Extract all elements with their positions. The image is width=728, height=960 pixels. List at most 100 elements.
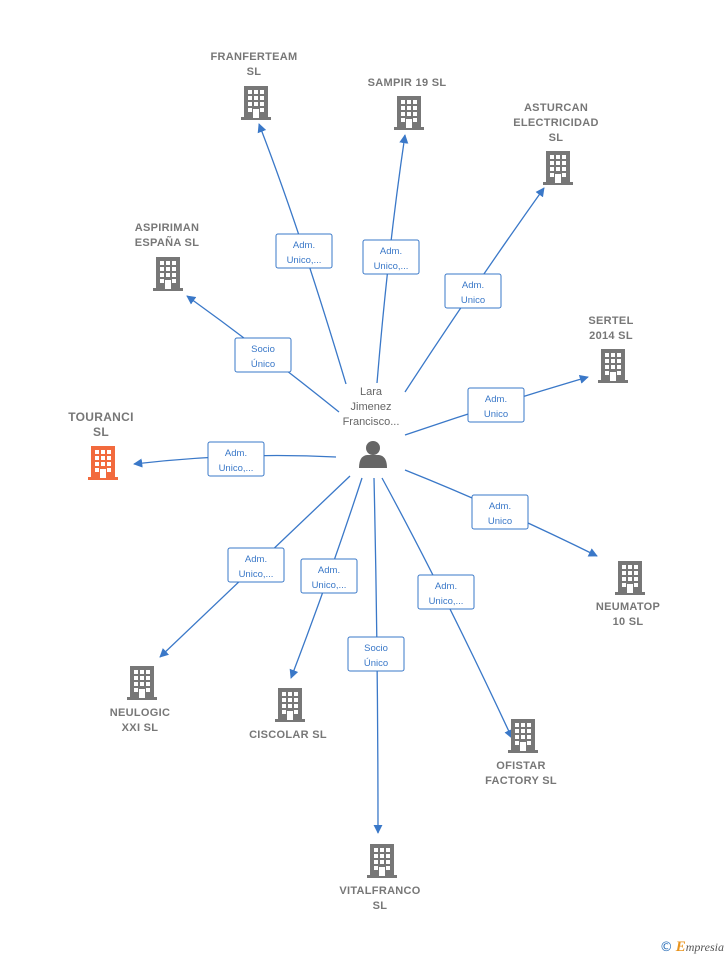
- company-label: NEULOGIC: [110, 707, 170, 719]
- relation-label-neulogic[interactable]: Adm. Unico,...: [227, 547, 285, 583]
- footer-brand: © Empresia: [660, 939, 724, 956]
- brand-logo-text: mpresia: [685, 940, 724, 954]
- company-label: FACTORY SL: [485, 775, 557, 787]
- relation-label-line: Adm.: [380, 246, 402, 257]
- company-label: 2014 SL: [589, 330, 633, 342]
- company-label: ASTURCAN: [524, 102, 588, 114]
- relation-label-line: Adm.: [225, 448, 247, 459]
- relation-box: [471, 494, 529, 530]
- company-label: CISCOLAR SL: [249, 729, 327, 741]
- building-icon: [615, 561, 645, 595]
- relation-box: [275, 233, 333, 269]
- person-node[interactable]: LaraJimenezFrancisco...: [343, 386, 400, 468]
- building-icon: [394, 96, 424, 130]
- building-icon: [88, 446, 118, 480]
- relation-label-line: Unico,...: [312, 580, 347, 591]
- relation-label-line: Unico,...: [239, 569, 274, 580]
- person-icon: [359, 441, 387, 468]
- company-label: SL: [373, 900, 388, 912]
- person-label: LaraJimenezFrancisco...: [343, 386, 400, 428]
- copyright-symbol: ©: [659, 940, 673, 955]
- relation-label-line: Único: [251, 359, 275, 370]
- company-label: NEUMATOP: [596, 601, 660, 613]
- company-label: ASPIRIMAN: [135, 222, 199, 234]
- building-icon: [367, 844, 397, 878]
- building-icon: [275, 688, 305, 722]
- relation-label-sampir[interactable]: Adm. Unico,...: [362, 239, 420, 275]
- relation-labels-layer: Adm.Unico,...Adm.Unico,...Adm.UnicoSocio…: [207, 233, 529, 672]
- building-icon: [241, 86, 271, 120]
- relation-label-line: Unico,...: [374, 261, 409, 272]
- relation-label-sertel[interactable]: Adm. Unico: [467, 387, 525, 423]
- company-label: SERTEL: [588, 315, 633, 327]
- relation-box: [467, 387, 525, 423]
- relation-label-line: Unico: [488, 516, 512, 527]
- relation-box: [362, 239, 420, 275]
- person-label-line: Jimenez: [351, 401, 392, 413]
- company-label: FRANFERTEAM: [210, 51, 297, 63]
- company-node-ciscolar[interactable]: CISCOLAR SL: [249, 688, 327, 741]
- company-node-ofistar[interactable]: OFISTAR FACTORY SL: [485, 719, 557, 787]
- company-node-aspiriman[interactable]: ASPIRIMAN ESPAÑA SL: [135, 222, 199, 291]
- building-icon: [127, 666, 157, 700]
- relation-label-franferteam[interactable]: Adm. Unico,...: [275, 233, 333, 269]
- relation-label-line: Único: [364, 658, 388, 669]
- relation-label-asturcan[interactable]: Adm. Unico: [444, 273, 502, 309]
- relation-label-line: Adm.: [245, 554, 267, 565]
- building-icon: [153, 257, 183, 291]
- relation-box: [234, 337, 292, 373]
- relation-label-line: Adm.: [318, 565, 340, 576]
- relation-label-line: Adm.: [462, 280, 484, 291]
- nodes-layer: FRANFERTEAM SL SAMPIR 19 SL ASTURCAN ELECTRI…: [68, 51, 660, 912]
- relation-label-line: Adm.: [485, 394, 507, 405]
- company-node-neulogic[interactable]: NEULOGIC XXI SL: [110, 666, 170, 734]
- company-label: TOURANCI: [68, 410, 134, 424]
- company-node-asturcan[interactable]: ASTURCAN ELECTRICIDAD SL: [513, 102, 599, 185]
- company-node-sertel[interactable]: SERTEL 2014 SL: [588, 315, 633, 383]
- building-icon: [508, 719, 538, 753]
- company-label: ESPAÑA SL: [135, 236, 199, 249]
- relation-label-line: Adm.: [489, 501, 511, 512]
- company-node-sampir[interactable]: SAMPIR 19 SL: [368, 77, 447, 130]
- company-label: SL: [93, 425, 109, 439]
- relation-box: [347, 636, 405, 672]
- company-node-franferteam[interactable]: FRANFERTEAM SL: [210, 51, 297, 120]
- relation-box: [444, 273, 502, 309]
- person-label-line: Francisco...: [343, 416, 400, 428]
- company-node-vitalfranco[interactable]: VITALFRANCO SL: [339, 844, 420, 912]
- company-node-neumatop[interactable]: NEUMATOP 10 SL: [596, 561, 660, 628]
- company-label: SAMPIR 19 SL: [368, 77, 447, 89]
- person-label-line: Lara: [360, 386, 383, 398]
- relation-box: [417, 574, 475, 610]
- relation-label-ciscolar[interactable]: Adm. Unico,...: [300, 558, 358, 594]
- building-icon: [543, 151, 573, 185]
- relation-box: [227, 547, 285, 583]
- company-label: ELECTRICIDAD: [513, 117, 599, 129]
- company-label: SL: [549, 132, 564, 144]
- relation-label-line: Unico: [461, 295, 485, 306]
- relation-label-line: Unico,...: [287, 255, 322, 266]
- company-label: XXI SL: [122, 722, 159, 734]
- brand-logo-initial: E: [675, 939, 686, 955]
- relation-label-line: Unico,...: [219, 463, 254, 474]
- building-icon: [598, 349, 628, 383]
- company-label: VITALFRANCO: [339, 885, 420, 897]
- relation-label-line: Unico,...: [429, 596, 464, 607]
- company-label: 10 SL: [613, 616, 644, 628]
- relation-box: [300, 558, 358, 594]
- relation-box: [207, 441, 265, 477]
- relation-label-neumatop[interactable]: Adm. Unico: [471, 494, 529, 530]
- relation-label-line: Socio: [364, 643, 388, 654]
- company-label: SL: [247, 66, 262, 78]
- relation-label-line: Unico: [484, 409, 508, 420]
- relation-label-line: Adm.: [293, 240, 315, 251]
- relation-label-ofistar[interactable]: Adm. Unico,...: [417, 574, 475, 610]
- relation-label-line: Socio: [251, 344, 275, 355]
- company-label: OFISTAR: [496, 760, 546, 772]
- relation-label-touranci[interactable]: Adm. Unico,...: [207, 441, 265, 477]
- relation-label-line: Adm.: [435, 581, 457, 592]
